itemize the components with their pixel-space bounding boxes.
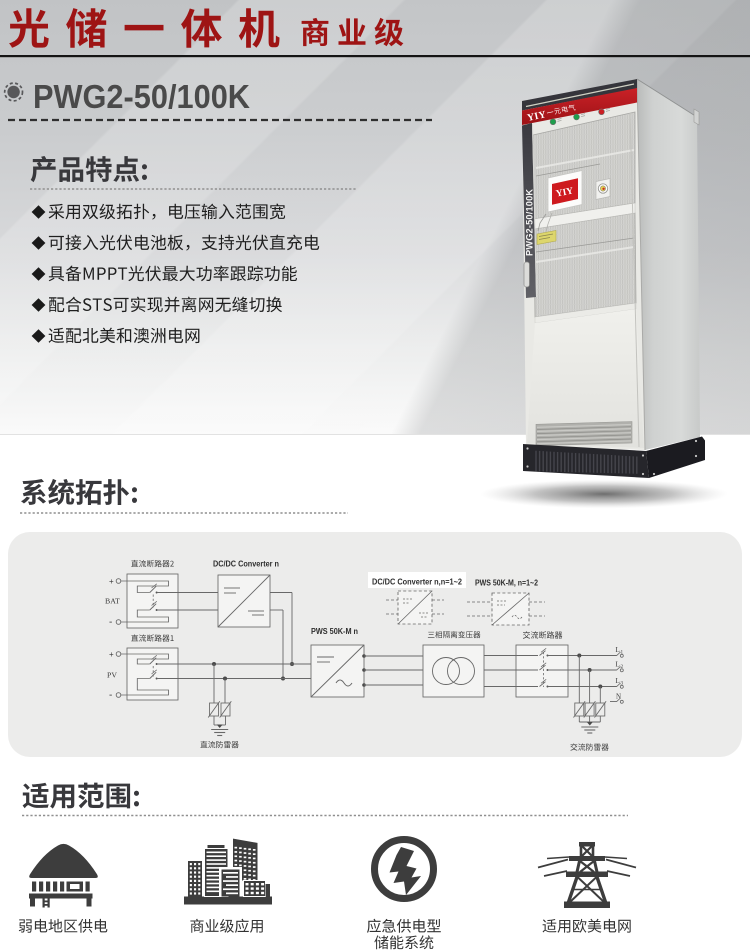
svg-text:PWG2-50/100K: PWG2-50/100K	[525, 189, 535, 256]
svg-text:-: -	[109, 690, 112, 701]
svg-text:+: +	[109, 650, 114, 659]
svg-text:YIY: YIY	[555, 186, 574, 199]
svg-text:L: L	[616, 677, 620, 685]
svg-text:N: N	[616, 693, 621, 701]
svg-text:PWS 50K-M n: PWS 50K-M n	[311, 627, 358, 636]
svg-text:L: L	[616, 646, 620, 654]
svg-text:PWG2-50/100K: PWG2-50/100K	[33, 79, 250, 116]
svg-text:PWS 50K-M, n=1~2: PWS 50K-M, n=1~2	[475, 579, 539, 588]
svg-text:1: 1	[621, 650, 624, 656]
svg-text:-: -	[109, 617, 112, 628]
svg-text:DC/DC Converter n,n=1~2: DC/DC Converter n,n=1~2	[372, 578, 463, 587]
svg-text:PV: PV	[107, 671, 117, 680]
svg-text:2: 2	[621, 664, 624, 670]
svg-text:3: 3	[621, 681, 624, 687]
svg-text:DC/DC Converter n: DC/DC Converter n	[213, 560, 279, 569]
svg-text:L: L	[616, 661, 620, 669]
svg-text:BAT: BAT	[105, 597, 120, 606]
svg-text:+: +	[109, 577, 114, 586]
svg-text:YIY: YIY	[526, 109, 547, 124]
